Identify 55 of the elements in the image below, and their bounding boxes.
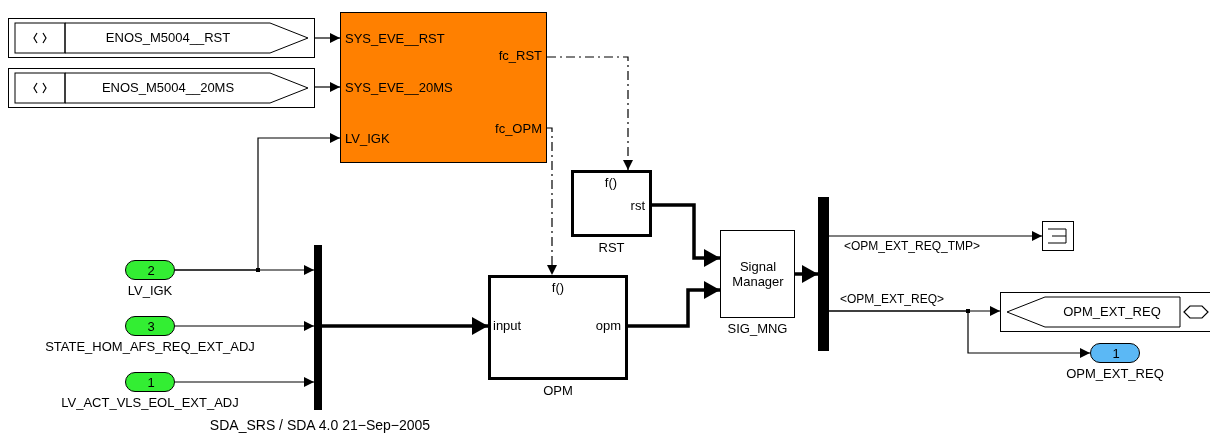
block-label: ENOS_M5004__RST xyxy=(105,30,231,46)
arrow xyxy=(174,321,315,331)
bus-arrow xyxy=(795,265,818,283)
bus-arrow xyxy=(322,317,488,335)
arrow xyxy=(314,33,341,43)
bus-arrow xyxy=(628,281,720,328)
port-label: input xyxy=(493,318,522,334)
block-label: 2 xyxy=(147,263,155,279)
block-name: LV_ACT_VLS_EOL_EXT_ADJ xyxy=(61,395,239,410)
block-name: OPM_EXT_REQ xyxy=(1066,366,1164,381)
port-label: f() xyxy=(604,175,618,191)
outport-pill xyxy=(1090,343,1140,363)
goto-tag xyxy=(1000,292,1210,332)
block-label: ENOS_M5004__20MS xyxy=(101,80,235,96)
from-tag xyxy=(8,68,315,108)
port-label: fc_RST xyxy=(498,48,542,64)
arrow xyxy=(314,82,341,92)
block-name: STATE_HOM_AFS_REQ_EXT_ADJ xyxy=(45,339,255,354)
edge-label: <OPM_EXT_REQ_TMP> xyxy=(843,240,982,252)
arrow xyxy=(174,265,315,275)
dash-dot-arrow xyxy=(546,127,557,276)
from-tag xyxy=(8,18,315,58)
inport-pill xyxy=(125,260,175,280)
mux-bar xyxy=(314,245,322,410)
block-name: OPM xyxy=(543,383,573,398)
inport-pill xyxy=(125,316,175,336)
subsystem-block xyxy=(340,12,547,163)
block-label: OPM_EXT_REQ xyxy=(1063,304,1161,320)
dash-dot-arrow xyxy=(546,56,633,171)
block-name: LV_IGK xyxy=(127,283,173,298)
inport-pill xyxy=(125,372,175,392)
port-label: SYS_EVE__20MS xyxy=(345,80,453,96)
port-label: LV_IGK xyxy=(345,131,390,147)
arrow xyxy=(828,231,1043,241)
port-label: rst xyxy=(630,198,645,214)
function-block xyxy=(571,170,652,237)
block-label: Signal Manager xyxy=(731,260,785,290)
port-label: opm xyxy=(595,318,621,334)
terminator-block xyxy=(1042,221,1074,251)
model-caption: SDA_SRS / SDA 4.0 21−Sep−2005 xyxy=(209,417,431,433)
arrow xyxy=(174,377,315,387)
port-label: fc_OPM xyxy=(495,121,542,137)
signal-manager-block xyxy=(720,230,795,318)
block-name: RST xyxy=(598,240,625,255)
port-label: f() xyxy=(551,280,565,296)
port-label: SYS_EVE__RST xyxy=(345,31,445,47)
block-label: 3 xyxy=(147,319,155,335)
block-label: 1 xyxy=(147,375,155,391)
function-block xyxy=(488,275,628,380)
bus-arrow xyxy=(652,203,720,267)
block-name: SIG_MNG xyxy=(727,321,788,336)
edge-label: <OPM_EXT_REQ> xyxy=(839,293,946,305)
mux-bar xyxy=(818,197,829,351)
block-label: 1 xyxy=(1112,346,1120,362)
arrow xyxy=(828,310,1091,358)
